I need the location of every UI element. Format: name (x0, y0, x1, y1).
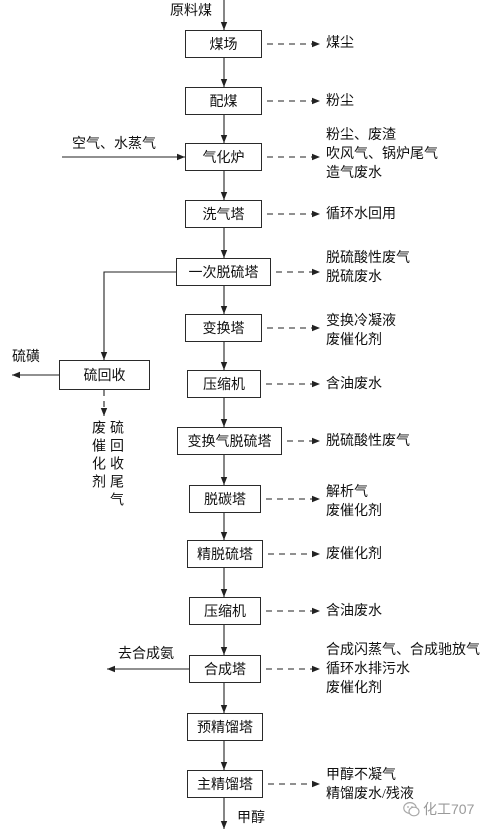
output-text: 合成闪蒸气、合成驰放气 (326, 643, 480, 658)
node-shift-gas-desulfurization: 变换气脱硫塔 (177, 427, 282, 455)
output-text: 造气废水 (326, 166, 382, 181)
output-text: 煤尘 (326, 36, 354, 51)
node-sulfur-recovery: 硫回收 (59, 360, 150, 390)
output-text: 废催化剂 (326, 504, 382, 519)
output-text: 变换冷凝液 (326, 314, 396, 329)
output-text: 解析气 (326, 485, 368, 500)
output-text: 脱硫废水 (326, 270, 382, 285)
output-text: 脱硫酸性废气 (326, 434, 410, 449)
outputs-synthesis: 合成闪蒸气、合成驰放气 循环水排污水 废催化剂 (326, 641, 480, 698)
outputs-fine-desulfurization: 废催化剂 (326, 545, 382, 564)
node-synthesis: 合成塔 (189, 655, 261, 683)
product-label: 甲醇 (237, 811, 265, 826)
node-coal-blending: 配煤 (185, 87, 262, 115)
sulfur-emission-waste-catalyst: 废催化剂 (90, 420, 105, 492)
node-compressor-1: 压缩机 (187, 370, 261, 398)
wechat-logo-icon (403, 801, 420, 817)
outputs-coal-blending: 粉尘 (326, 92, 354, 111)
node-coal-yard: 煤场 (185, 30, 262, 58)
outputs-compressor-1: 含油废水 (326, 375, 382, 394)
outputs-gasifier: 粉尘、废渣 吹风气、锅炉尾气 造气废水 (326, 126, 438, 183)
output-text: 含油废水 (326, 377, 382, 392)
outputs-primary-desulfurization: 脱硫酸性废气 脱硫废水 (326, 249, 410, 287)
output-text: 甲醇不凝气 (326, 768, 396, 783)
output-text: 废催化剂 (326, 681, 382, 696)
node-fine-desulfurization: 精脱硫塔 (187, 540, 263, 568)
node-compressor-2: 压缩机 (189, 597, 261, 625)
raw-material-label: 原料煤 (170, 4, 212, 19)
outputs-main-rectification: 甲醇不凝气 精馏废水/残液 (326, 766, 414, 804)
node-primary-desulfurization: 一次脱硫塔 (176, 258, 271, 286)
output-text: 吹风气、锅炉尾气 (326, 147, 438, 162)
node-main-rectification: 主精馏塔 (187, 770, 263, 798)
synthesis-side-output-label: 去合成氨 (118, 647, 174, 662)
outputs-coal-yard: 煤尘 (326, 34, 354, 53)
node-pre-rectification: 预精馏塔 (187, 713, 263, 741)
outputs-scrubber: 循环水回用 (326, 205, 396, 224)
outputs-shift-gas-desulfurization: 脱硫酸性废气 (326, 432, 410, 451)
sulfur-emission-tail-gas: 硫回收尾气 (108, 420, 123, 510)
outputs-shift-converter: 变换冷凝液 废催化剂 (326, 312, 396, 350)
output-text: 脱硫酸性废气 (326, 251, 410, 266)
sulfur-branch-arrow (100, 271, 176, 360)
output-text: 循环水回用 (326, 207, 396, 222)
node-shift-converter: 变换塔 (185, 314, 262, 342)
output-text: 粉尘、废渣 (326, 128, 396, 143)
output-text: 循环水排污水 (326, 662, 410, 677)
node-decarbonization: 脱碳塔 (189, 485, 261, 513)
node-gasifier: 气化炉 (185, 143, 262, 171)
output-text: 含油废水 (326, 604, 382, 619)
outputs-compressor-2: 含油废水 (326, 602, 382, 621)
output-text: 废催化剂 (326, 333, 382, 348)
node-scrubber: 洗气塔 (185, 200, 262, 228)
outputs-decarbonization: 解析气 废催化剂 (326, 483, 382, 521)
gasifier-input-label: 空气、水蒸气 (72, 137, 156, 152)
output-text: 废催化剂 (326, 547, 382, 562)
sulfur-product-label: 硫磺 (12, 350, 40, 365)
watermark-text: 化工707 (423, 801, 475, 817)
output-text: 精馏废水/残液 (326, 787, 414, 802)
output-text: 粉尘 (326, 94, 354, 109)
